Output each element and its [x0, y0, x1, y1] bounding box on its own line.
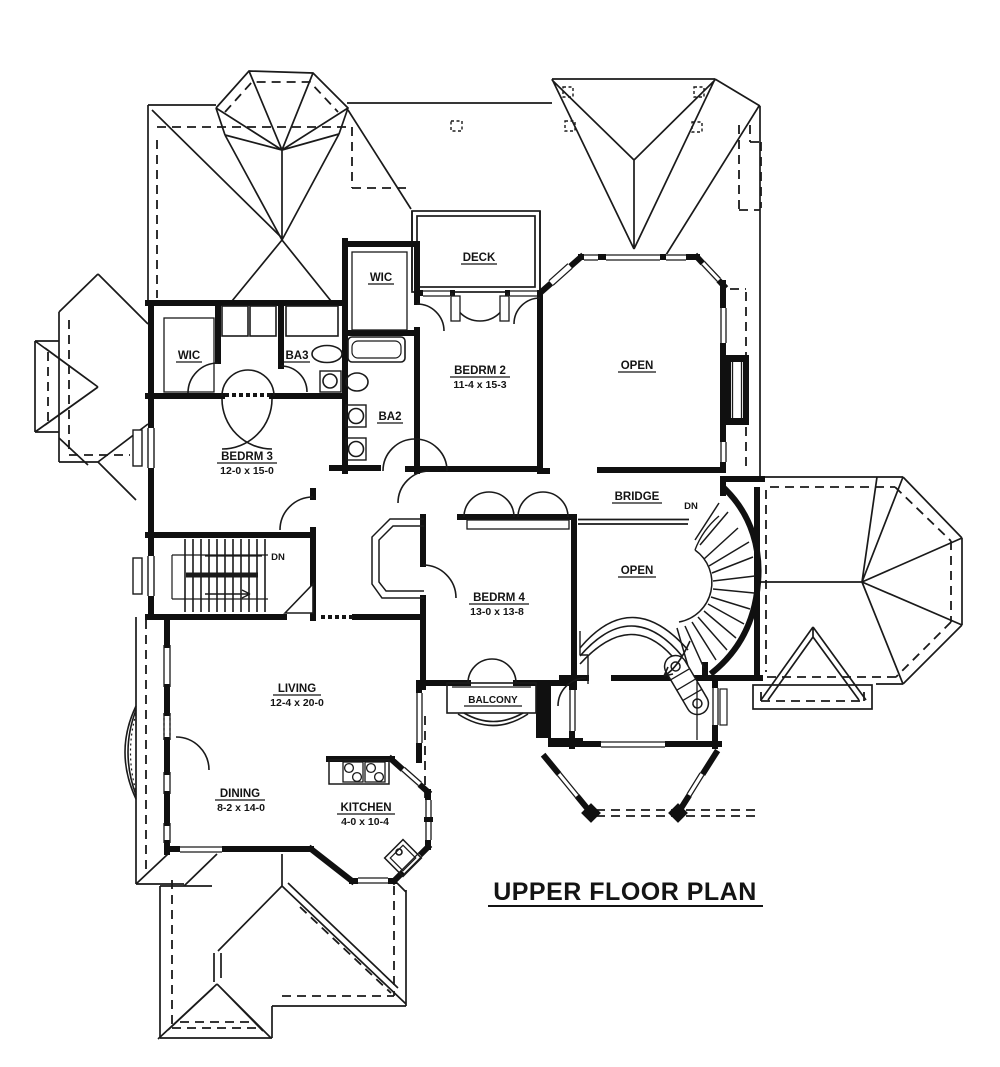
- svg-text:UPPER FLOOR PLAN: UPPER FLOOR PLAN: [493, 878, 757, 906]
- svg-text:DN: DN: [271, 552, 285, 563]
- svg-text:12-0 x 15-0: 12-0 x 15-0: [220, 465, 274, 477]
- svg-text:OPEN: OPEN: [621, 565, 654, 577]
- svg-text:BRIDGE: BRIDGE: [615, 491, 660, 503]
- svg-text:OPEN: OPEN: [621, 360, 654, 372]
- svg-text:BEDRM 3: BEDRM 3: [221, 451, 273, 463]
- svg-text:DINING: DINING: [220, 788, 260, 800]
- svg-text:WIC: WIC: [178, 350, 200, 362]
- svg-text:DECK: DECK: [463, 252, 496, 264]
- svg-text:BA2: BA2: [378, 411, 401, 423]
- svg-text:LIVING: LIVING: [278, 683, 316, 695]
- svg-text:KITCHEN: KITCHEN: [340, 802, 391, 814]
- svg-text:DN: DN: [684, 501, 698, 512]
- svg-text:BEDRM 2: BEDRM 2: [454, 365, 506, 377]
- svg-text:11-4 x 15-3: 11-4 x 15-3: [453, 379, 506, 391]
- svg-text:12-4 x 20-0: 12-4 x 20-0: [270, 697, 324, 709]
- svg-text:BA3: BA3: [285, 350, 308, 362]
- svg-text:13-0 x 13-8: 13-0 x 13-8: [470, 606, 524, 618]
- svg-text:8-2 x 14-0: 8-2 x 14-0: [217, 802, 265, 814]
- svg-text:BALCONY: BALCONY: [468, 695, 518, 706]
- svg-text:WIC: WIC: [370, 272, 392, 284]
- svg-text:4-0 x 10-4: 4-0 x 10-4: [341, 816, 389, 828]
- svg-text:BEDRM 4: BEDRM 4: [473, 592, 525, 604]
